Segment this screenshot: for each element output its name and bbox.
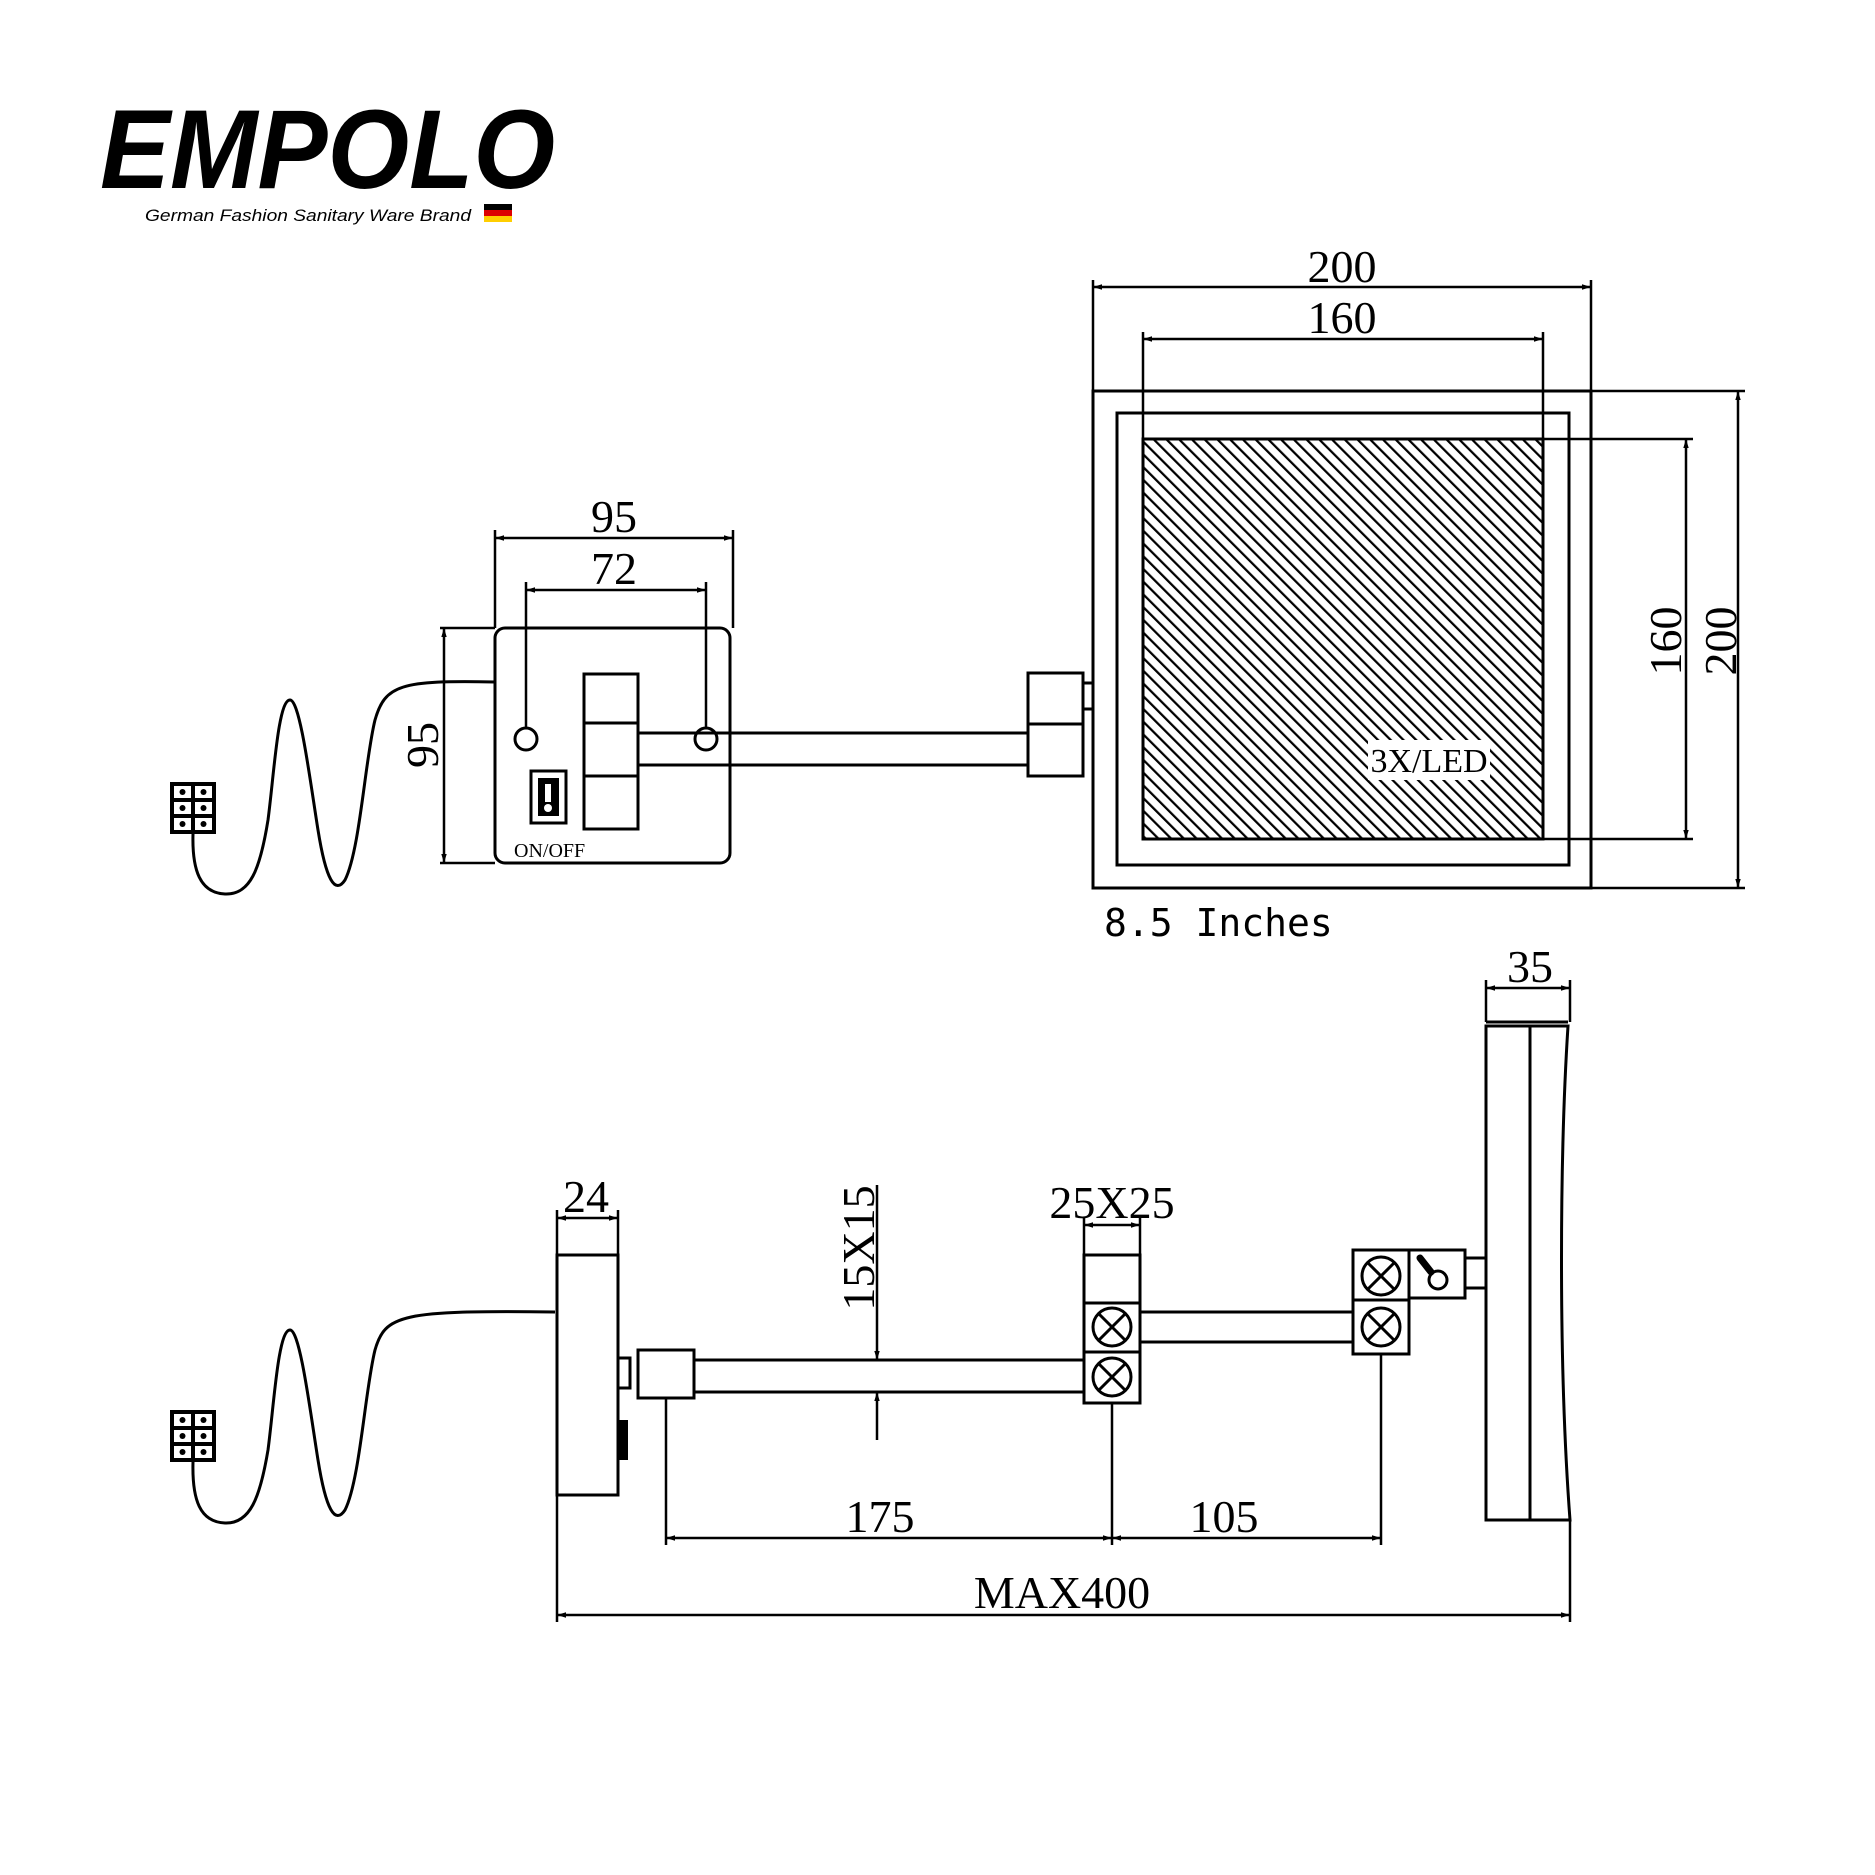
tilt-knob-icon [1416, 1254, 1449, 1291]
dim-arm2-length: 105 [1190, 1491, 1259, 1542]
front-base-plate [493, 626, 732, 865]
switch-icon [529, 769, 568, 825]
side-arm-2 [1138, 1310, 1355, 1344]
side-arm-1 [692, 1358, 1086, 1394]
front-plug-icon [170, 680, 496, 896]
front-mirror: 3X/LED 200 160 160 200 8.5 Inches [1091, 241, 1746, 945]
dim-mirror-depth: 35 [1507, 941, 1553, 992]
dim-max-extension: MAX400 [974, 1567, 1150, 1618]
dim-mirror-outer-width: 200 [1308, 241, 1377, 292]
brand-name: EMPOLO [100, 87, 555, 212]
switch-label: ON/OFF [514, 840, 585, 862]
side-arm-sleeve [636, 1348, 696, 1400]
brand-logo: EMPOLO German Fashion Sanitary Ware Bran… [100, 87, 555, 225]
joint-1-lower-icon [1091, 1356, 1133, 1398]
base-screw-hole-left [513, 726, 539, 752]
mirror-label: 3X/LED [1370, 743, 1487, 780]
dim-base-depth: 24 [563, 1171, 609, 1222]
side-switch [618, 1420, 628, 1460]
front-arm-mount [582, 672, 640, 831]
dim-mirror-outer-height: 200 [1695, 607, 1746, 676]
dim-arm1-length: 175 [846, 1491, 915, 1542]
base-screw-hole-right [693, 726, 719, 752]
brand-tagline: German Fashion Sanitary Ware Brand [145, 206, 472, 225]
dim-joint-section: 25X25 [1049, 1177, 1174, 1228]
side-mirror [1484, 1020, 1572, 1522]
dim-base-width: 95 [591, 491, 637, 542]
front-view: ON/OFF 95 72 95 [170, 491, 1095, 896]
german-flag-icon [484, 204, 512, 222]
dim-mirror-inner-height: 160 [1640, 607, 1691, 676]
mirror-outer-frame [1091, 389, 1593, 890]
dim-base-height: 95 [397, 722, 448, 768]
side-base-plate [555, 1253, 620, 1497]
dim-hole-spacing: 72 [591, 543, 637, 594]
joint-2-upper-icon [1360, 1255, 1402, 1297]
dim-mirror-inner-width: 160 [1308, 292, 1377, 343]
side-plug-icon [170, 1310, 556, 1525]
mirror-inner-frame [1115, 411, 1571, 867]
joint-1-upper-icon [1091, 1306, 1133, 1348]
side-view: 24 15X15 25X25 175 105 35 MAX400 [170, 941, 1572, 1622]
size-caption: 8.5 Inches [1104, 901, 1333, 945]
joint-2-lower-icon [1360, 1306, 1402, 1348]
dim-arm-section: 15X15 [833, 1185, 884, 1310]
